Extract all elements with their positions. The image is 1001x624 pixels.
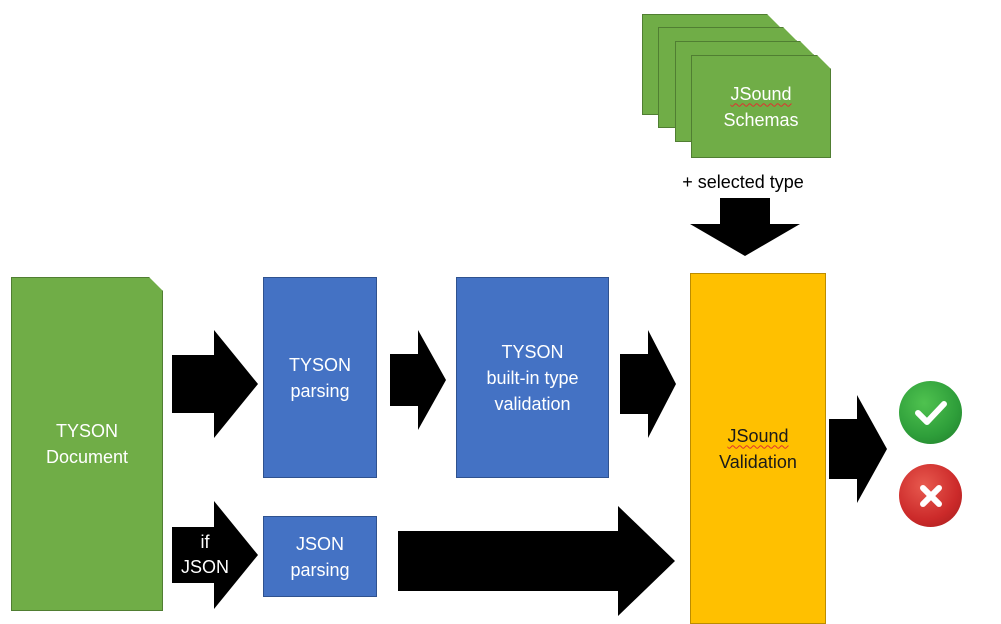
document-to-json-parsing-arrow	[172, 501, 258, 609]
jsound-schemas-node: JSound Schemas	[691, 55, 831, 158]
jsound-schemas-label-line1: JSound	[730, 83, 792, 104]
jsound-validation-node: JSound Validation	[690, 273, 826, 624]
tyson-builtin-validation-node: TYSON built-in type validation	[456, 277, 609, 478]
tyson-document-node: TYSON Document	[11, 277, 163, 611]
validation-to-result-arrow	[829, 395, 887, 503]
json-parsing-to-jsound-arrow	[398, 506, 675, 616]
jsound-validation-label-line2: Validation	[719, 451, 797, 472]
tyson-document-label: TYSON Document	[45, 421, 129, 467]
tyson-parsing-label: TYSON parsing	[288, 354, 351, 401]
jsound-schemas-label-line2: Schemas	[723, 109, 799, 130]
schemas-to-validation-arrow	[690, 198, 800, 256]
tyson-parsing-to-validation-arrow	[390, 330, 446, 430]
selected-type-label: + selected type	[682, 172, 804, 192]
document-to-tyson-parsing-arrow	[172, 330, 258, 438]
failure-badge	[899, 464, 962, 527]
tyson-builtin-validation-label: TYSON built-in type validation	[486, 341, 579, 414]
jsound-validation-label-line1: JSound	[727, 425, 789, 446]
success-badge	[899, 381, 962, 444]
json-parsing-node: JSON parsing	[263, 516, 377, 597]
json-parsing-label: JSON parsing	[290, 533, 350, 580]
tyson-parsing-node: TYSON parsing	[263, 277, 377, 478]
if-json-label: if JSON	[180, 532, 229, 577]
x-icon	[919, 484, 942, 507]
builtin-validation-to-jsound-arrow	[620, 330, 676, 438]
check-icon	[914, 400, 947, 425]
